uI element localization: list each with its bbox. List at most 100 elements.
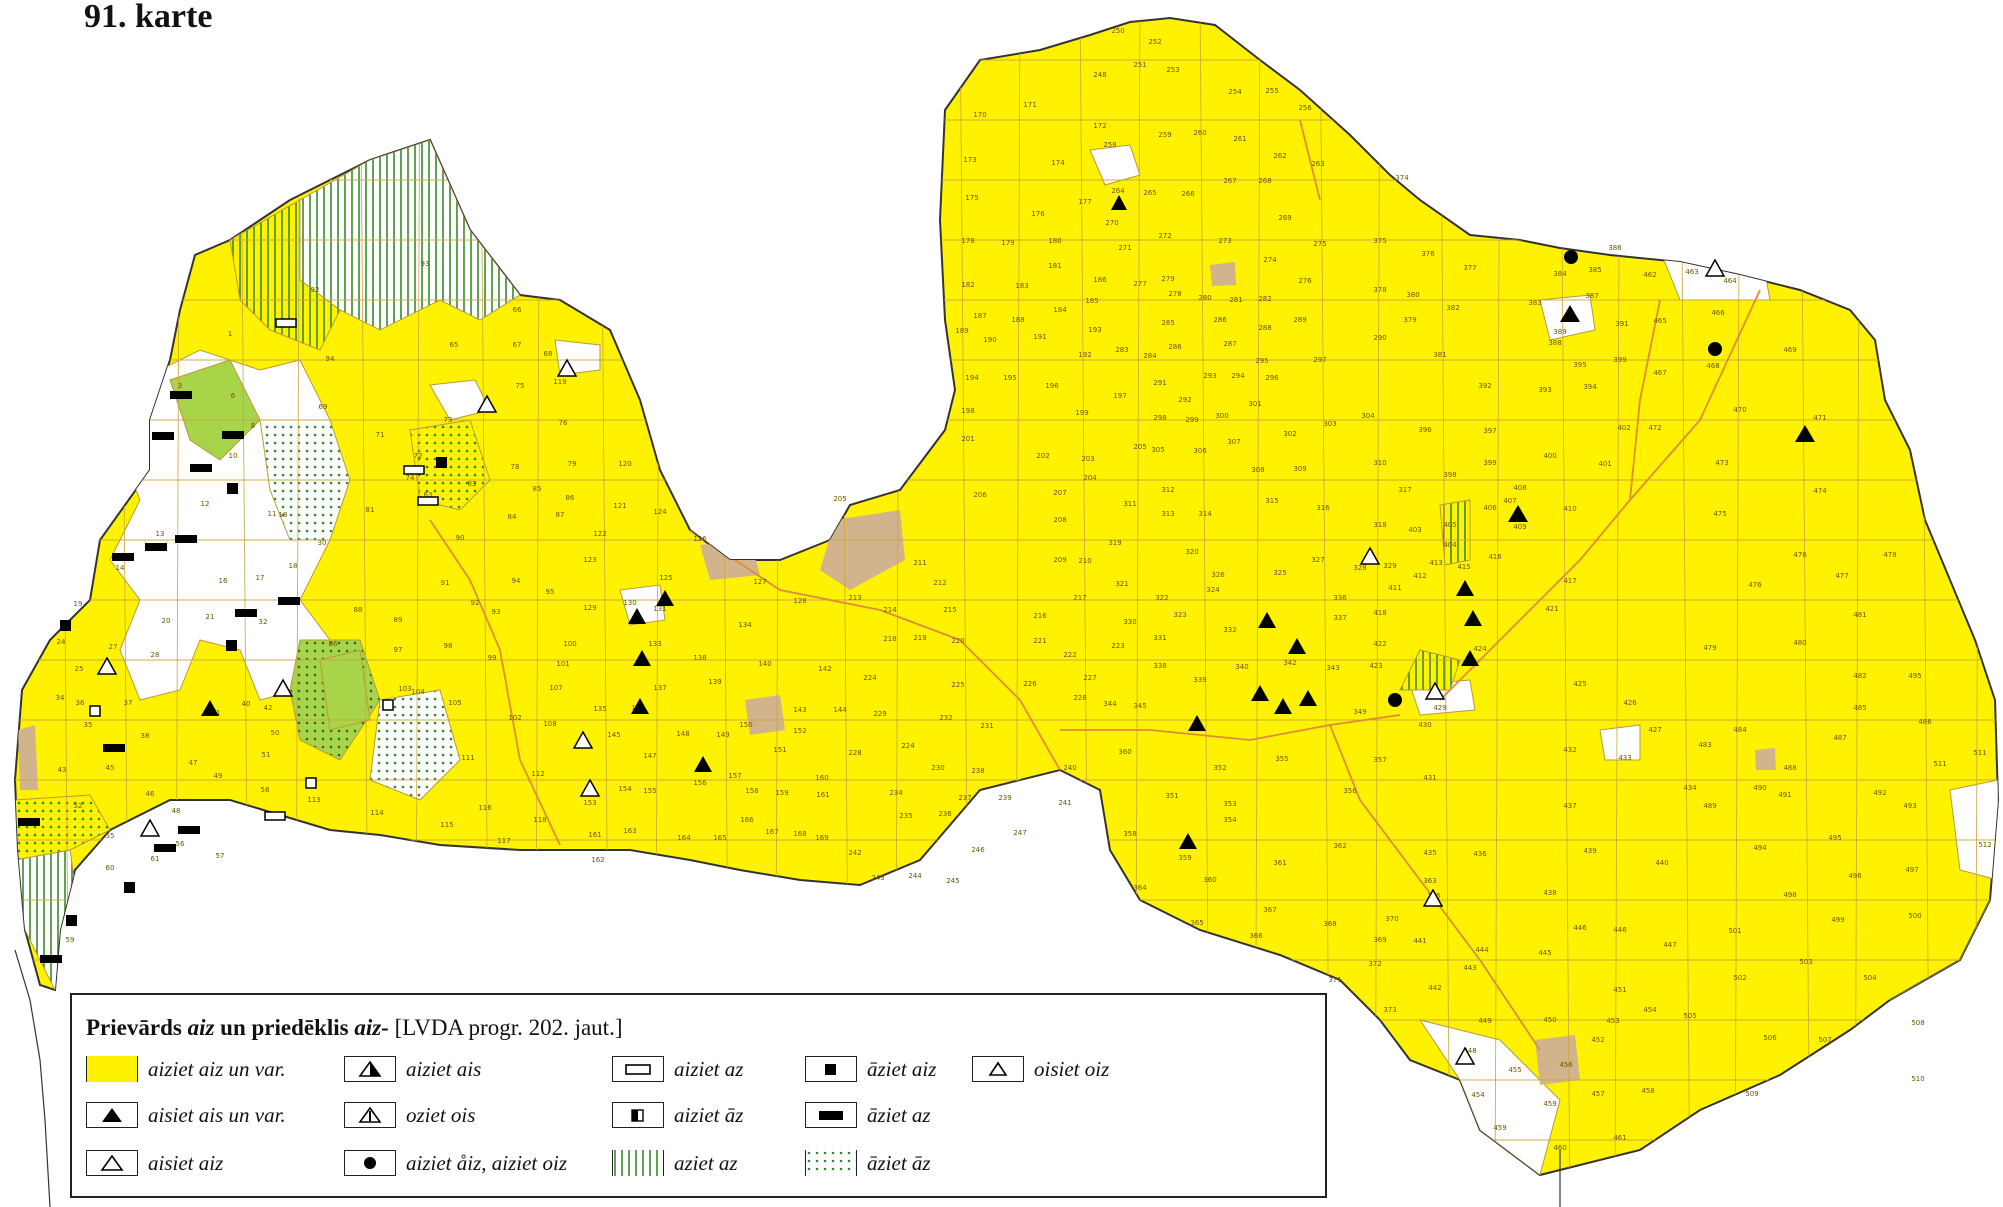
svg-text:119: 119 (553, 378, 566, 386)
svg-text:12: 12 (201, 500, 210, 508)
legend-item-label: oziet ois (406, 1102, 476, 1127)
svg-text:76: 76 (559, 419, 568, 427)
svg-text:270: 270 (1105, 219, 1118, 227)
svg-text:477: 477 (1835, 572, 1848, 580)
svg-text:476: 476 (1793, 551, 1807, 559)
svg-text:454: 454 (1471, 1091, 1485, 1099)
svg-text:61: 61 (151, 855, 160, 863)
svg-text:417: 417 (1563, 577, 1576, 585)
svg-text:168: 168 (793, 830, 806, 838)
svg-text:225: 225 (951, 681, 964, 689)
svg-text:485: 485 (1853, 704, 1866, 712)
svg-text:437: 437 (1563, 802, 1576, 810)
svg-text:454: 454 (1643, 1006, 1657, 1014)
svg-text:150: 150 (739, 721, 752, 729)
svg-text:407: 407 (1503, 497, 1516, 505)
svg-text:210: 210 (1078, 557, 1091, 565)
svg-text:239: 239 (998, 794, 1011, 802)
svg-text:469: 469 (1783, 346, 1796, 354)
svg-text:368: 368 (1323, 920, 1336, 928)
svg-text:489: 489 (1703, 802, 1716, 810)
svg-text:243: 243 (871, 874, 884, 882)
svg-text:411: 411 (1388, 584, 1401, 592)
svg-text:468: 468 (1706, 362, 1719, 370)
svg-text:277: 277 (1133, 280, 1146, 288)
svg-text:241: 241 (1058, 799, 1071, 807)
svg-text:497: 497 (1905, 866, 1918, 874)
svg-text:63: 63 (424, 491, 433, 499)
svg-text:288: 288 (1258, 324, 1271, 332)
striped-yellow-zone (229, 199, 341, 351)
svg-text:377: 377 (1463, 264, 1476, 272)
legend-item-label: āziet az (867, 1102, 931, 1127)
svg-text:412: 412 (1413, 572, 1426, 580)
svg-text:142: 142 (818, 665, 831, 673)
svg-text:66: 66 (513, 306, 522, 314)
svg-text:37: 37 (124, 699, 133, 707)
svg-text:267: 267 (1223, 177, 1236, 185)
map-symbols (18, 195, 1815, 1065)
svg-text:171: 171 (1023, 101, 1036, 109)
svg-text:379: 379 (1403, 316, 1416, 324)
svg-text:361: 361 (1273, 859, 1286, 867)
half-filled-triangle-icon (344, 1056, 396, 1082)
svg-text:451: 451 (1613, 986, 1626, 994)
svg-text:483: 483 (1698, 741, 1711, 749)
svg-text:163: 163 (623, 827, 636, 835)
svg-text:308: 308 (1251, 466, 1264, 474)
svg-text:442: 442 (1428, 984, 1441, 992)
legend-item-stripes: aziet az (612, 1147, 738, 1179)
svg-text:275: 275 (1313, 240, 1326, 248)
filled-circle-icon (344, 1150, 396, 1176)
svg-text:100: 100 (563, 640, 576, 648)
svg-text:90: 90 (456, 534, 465, 542)
svg-text:237: 237 (958, 794, 971, 802)
svg-text:373: 373 (1383, 1006, 1396, 1014)
legend-item-tri-bar: oziet ois (344, 1099, 475, 1131)
svg-text:337: 337 (1333, 614, 1346, 622)
svg-text:511: 511 (1973, 749, 1986, 757)
filled-triangle-icon (86, 1102, 138, 1128)
svg-text:59: 59 (66, 936, 75, 944)
svg-text:87: 87 (556, 511, 565, 519)
svg-text:218: 218 (883, 635, 896, 643)
svg-text:124: 124 (653, 508, 667, 516)
legend-item-label: āziet āz (867, 1150, 931, 1175)
svg-text:188: 188 (1011, 316, 1024, 324)
svg-text:16: 16 (219, 577, 228, 585)
svg-text:487: 487 (1833, 734, 1846, 742)
svg-text:184: 184 (1053, 306, 1067, 314)
svg-text:48: 48 (172, 807, 181, 815)
svg-text:467: 467 (1653, 369, 1666, 377)
svg-text:396: 396 (1418, 426, 1432, 434)
svg-text:71: 71 (376, 431, 385, 439)
svg-text:252: 252 (1148, 38, 1161, 46)
svg-text:503: 503 (1799, 958, 1812, 966)
svg-text:300: 300 (1215, 412, 1228, 420)
svg-text:251: 251 (1133, 61, 1146, 69)
svg-text:286: 286 (1213, 316, 1227, 324)
svg-text:476: 476 (1748, 581, 1762, 589)
svg-text:134: 134 (738, 621, 752, 629)
svg-text:160: 160 (815, 774, 828, 782)
svg-text:89: 89 (394, 616, 403, 624)
svg-text:345: 345 (1133, 702, 1146, 710)
svg-text:406: 406 (1483, 504, 1497, 512)
svg-text:287: 287 (1223, 340, 1236, 348)
svg-text:511: 511 (1933, 760, 1946, 768)
svg-text:344: 344 (1103, 700, 1117, 708)
svg-text:312: 312 (1161, 486, 1174, 494)
svg-text:246: 246 (971, 846, 985, 854)
svg-text:102: 102 (508, 714, 521, 722)
svg-text:108: 108 (543, 720, 556, 728)
svg-text:372: 372 (1368, 960, 1381, 968)
svg-text:303: 303 (1323, 420, 1336, 428)
svg-text:297: 297 (1313, 356, 1326, 364)
svg-text:340: 340 (1235, 663, 1248, 671)
svg-text:3: 3 (178, 382, 182, 390)
legend-item-label: aiziet āz (674, 1102, 744, 1127)
svg-text:18: 18 (279, 511, 288, 519)
svg-text:389: 389 (1553, 328, 1566, 336)
svg-text:338: 338 (1153, 662, 1166, 670)
legend-item-label: oisiet oiz (1034, 1056, 1110, 1081)
